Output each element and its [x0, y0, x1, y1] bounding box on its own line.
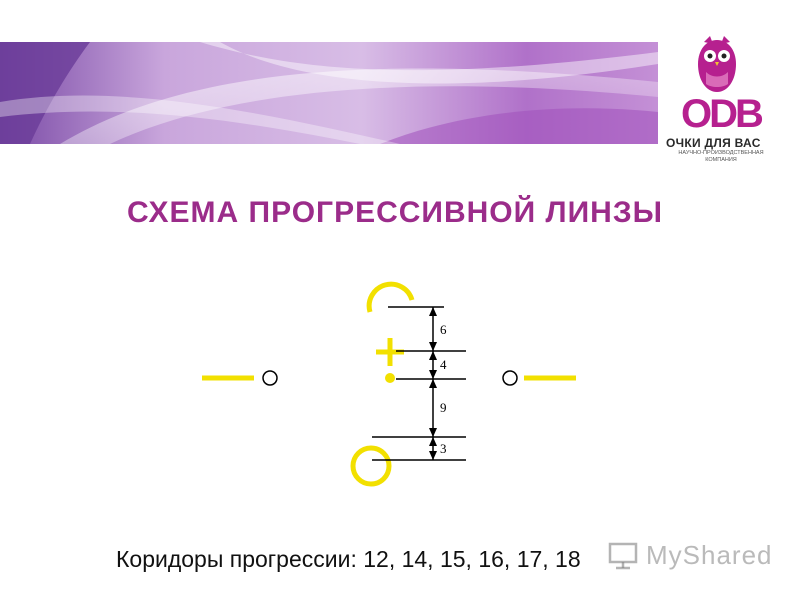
logo-subline-2: КОМПАНИЯ — [705, 157, 737, 163]
page-title: СХЕМА ПРОГРЕССИВНОЙ ЛИНЗЫ — [127, 196, 663, 229]
measurement-label-3: 9 — [440, 400, 447, 415]
progression-corridors-caption: Коридоры прогрессии: 12, 14, 15, 16, 17,… — [116, 546, 581, 572]
logo-subline: НАУЧНО-ПРОИЗВОДСТВЕННАЯ КОМПАНИЯ — [666, 150, 776, 164]
progressive-lens-scheme: 6 4 9 3 — [190, 270, 588, 492]
owl-icon — [698, 36, 736, 92]
logo-subline-1: НАУЧНО-ПРОИЗВОДСТВЕННАЯ — [678, 150, 764, 156]
logo-brand: ODB — [681, 92, 764, 136]
logo-tagline: ОЧКИ ДЛЯ ВАС — [666, 136, 761, 150]
dimension-arrows — [429, 307, 437, 460]
company-logo: ODB ОЧКИ ДЛЯ ВАС НАУЧНО-ПРОИЗВОДСТВЕННАЯ… — [662, 30, 780, 163]
prism-reference-dot — [385, 373, 395, 383]
near-zone-circle — [350, 445, 392, 487]
watermark-text: MyShared — [646, 540, 773, 570]
right-marker-circle — [502, 370, 518, 386]
measurement-label-2: 4 — [440, 357, 447, 372]
distance-zone-arc — [366, 281, 415, 313]
presentation-icon — [608, 542, 638, 570]
header-banner — [0, 42, 658, 144]
measurement-label-1: 6 — [440, 322, 447, 337]
watermark: MyShared — [608, 538, 778, 572]
left-marker-circle — [262, 370, 278, 386]
measurement-label-4: 3 — [440, 441, 447, 456]
